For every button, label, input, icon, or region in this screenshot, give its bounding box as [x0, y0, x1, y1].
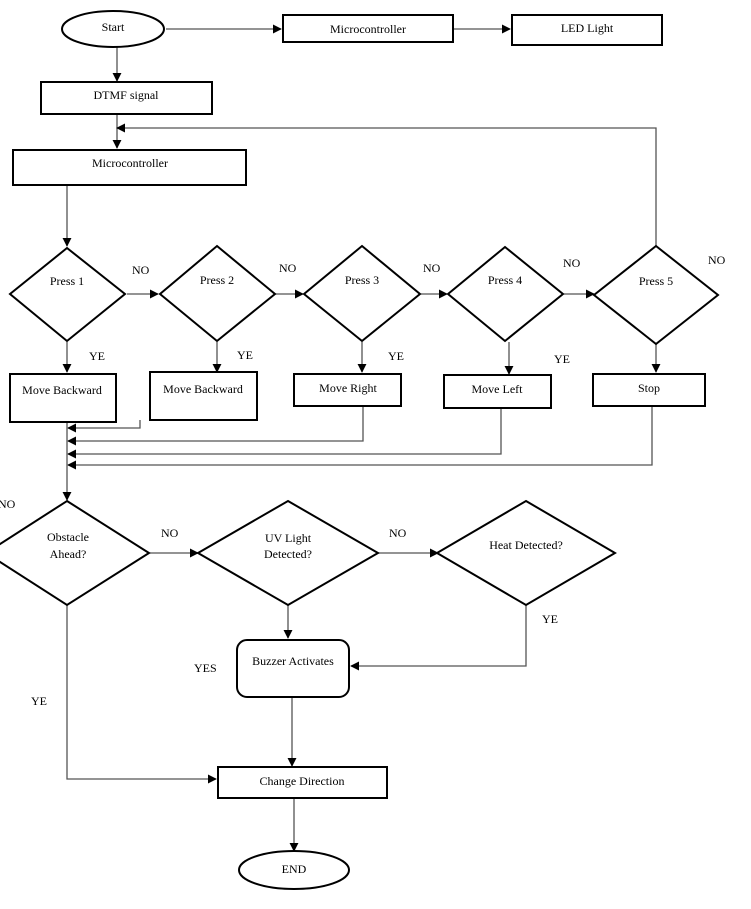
start-terminal	[61, 10, 165, 48]
dtmf-signal-label: DTMF signal	[93, 88, 159, 102]
heat-decision	[435, 499, 617, 607]
arrow-move-left-return	[67, 408, 502, 459]
edge-label-ye-heat: YE	[542, 612, 558, 626]
move-left-label: Move Left	[472, 382, 524, 396]
dtmf-signal-box	[40, 81, 213, 115]
edge-label-no-uv: NO	[389, 526, 407, 540]
press4-label: Press 4	[488, 273, 522, 287]
end-label: END	[282, 862, 307, 876]
edge-label-ye-press2: YE	[237, 348, 253, 362]
uv-light-label-line1: UV Light	[265, 531, 312, 545]
obstacle-label-line1: Obstacle	[47, 530, 89, 544]
move-right-box	[293, 373, 402, 407]
obstacle-decision	[0, 499, 151, 607]
edge-label-no-press4: NO	[563, 256, 581, 270]
arrow-press5-loop-back	[116, 123, 657, 246]
press3-decision	[302, 244, 422, 343]
press1-label: Press 1	[50, 274, 84, 288]
edge-label-ye-press4: YE	[554, 352, 570, 366]
heat-detected-label: Heat Detected?	[489, 538, 563, 552]
press4-decision	[446, 245, 565, 343]
buzzer-activates-box	[236, 639, 350, 698]
move-backward-label-1: Move Backward	[22, 383, 102, 397]
edge-label-ye-press1: YE	[89, 349, 105, 363]
change-direction-label: Change Direction	[260, 774, 345, 788]
edge-label-no-press1: NO	[132, 263, 150, 277]
move-backward-box-2	[149, 371, 258, 421]
edge-label-yes-uv: YES	[194, 661, 217, 675]
led-light-label: LED Light	[561, 21, 614, 35]
move-backward-box-1	[9, 373, 117, 423]
obstacle-label-line2: Ahead?	[50, 547, 87, 561]
press1-decision	[8, 246, 127, 343]
arrow-stop-return	[67, 406, 653, 470]
move-right-label: Move Right	[319, 381, 377, 395]
edge-label-ye-press3: YE	[388, 349, 404, 363]
edge-label-no-press5: NO	[708, 253, 726, 267]
arrow-heat-yes	[350, 605, 527, 671]
start-label: Start	[102, 20, 125, 34]
uv-light-decision	[196, 499, 380, 607]
press2-decision	[158, 244, 277, 343]
change-direction-box	[217, 766, 388, 799]
microcontroller-label: Microcontroller	[92, 156, 168, 170]
move-left-box	[443, 374, 552, 409]
edge-label-ye-obstacle: YE	[31, 694, 47, 708]
press2-label: Press 2	[200, 273, 234, 287]
edge-label-no-obstacle: NO	[161, 526, 179, 540]
arrow-obstacle-yes	[66, 605, 217, 784]
uv-light-label-line2: Detected?	[264, 547, 312, 561]
led-light-box	[511, 14, 663, 46]
press5-decision	[592, 244, 720, 346]
microcontroller-box	[12, 149, 247, 186]
arrow-move-backward-2-return	[67, 420, 141, 433]
connectors	[62, 24, 661, 852]
press3-label: Press 3	[345, 273, 379, 287]
microcontroller-top-label: Microcontroller	[330, 22, 406, 36]
move-backward-label-2: Move Backward	[163, 382, 243, 396]
edge-label-no-left-edge: NO	[0, 497, 16, 511]
arrow-move-right-return	[67, 406, 364, 446]
edge-label-no-press2: NO	[279, 261, 297, 275]
microcontroller-top-box	[282, 14, 454, 43]
stop-box	[592, 373, 706, 407]
press5-label: Press 5	[639, 274, 673, 288]
stop-label: Stop	[638, 381, 660, 395]
edge-label-no-press3: NO	[423, 261, 441, 275]
end-terminal	[238, 850, 350, 890]
buzzer-activates-label: Buzzer Activates	[252, 654, 334, 668]
